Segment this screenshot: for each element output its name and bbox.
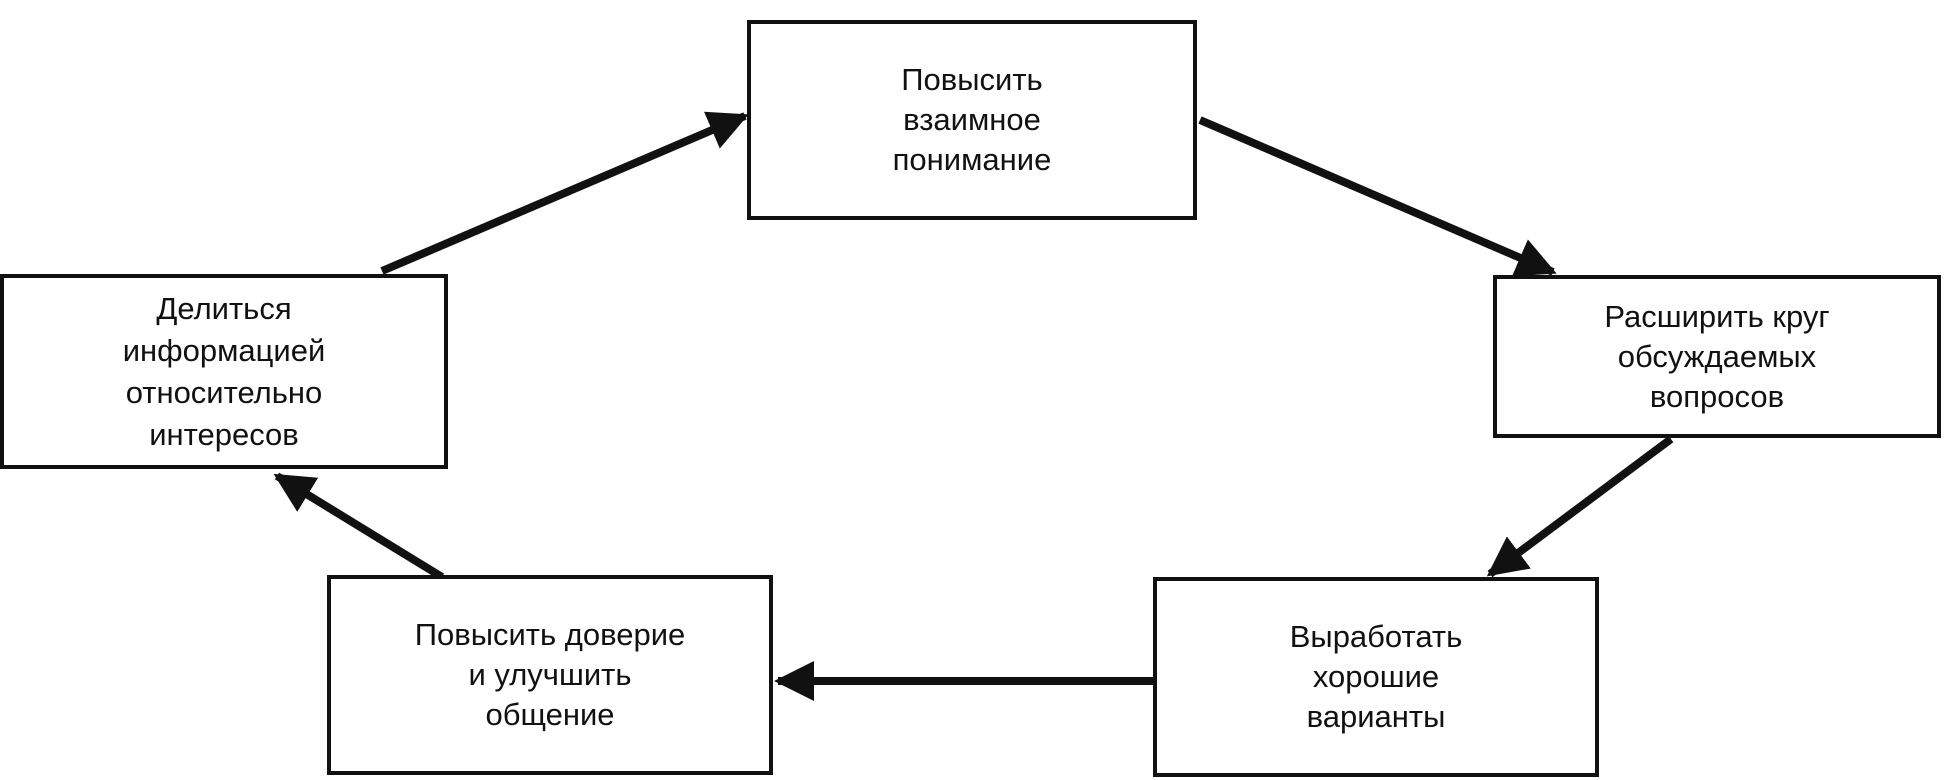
arrow-trust-to-share [273, 472, 445, 581]
node-label: Выработать хорошие варианты [1289, 619, 1463, 734]
node-develop-options: Выработать хорошие варианты [1153, 577, 1599, 777]
node-label: Повысить доверие и улучшить общение [414, 617, 686, 732]
node-build-trust: Повысить доверие и улучшить общение [327, 575, 773, 775]
arrow-share-to-understanding [380, 111, 749, 275]
node-label: Делиться информацией относительно интере… [122, 290, 326, 452]
node-increase-understanding: Повысить взаимное понимание [747, 20, 1197, 220]
node-label: Расширить круг обсуждаемых вопросов [1604, 298, 1830, 414]
node-share-interests: Делиться информацией относительно интере… [0, 274, 448, 469]
arrow-understanding-to-expand [1198, 116, 1557, 277]
arrow-expand-to-options [1486, 435, 1674, 578]
node-label: Повысить взаимное понимание [892, 62, 1052, 177]
node-expand-issues: Расширить круг обсуждаемых вопросов [1493, 275, 1941, 438]
